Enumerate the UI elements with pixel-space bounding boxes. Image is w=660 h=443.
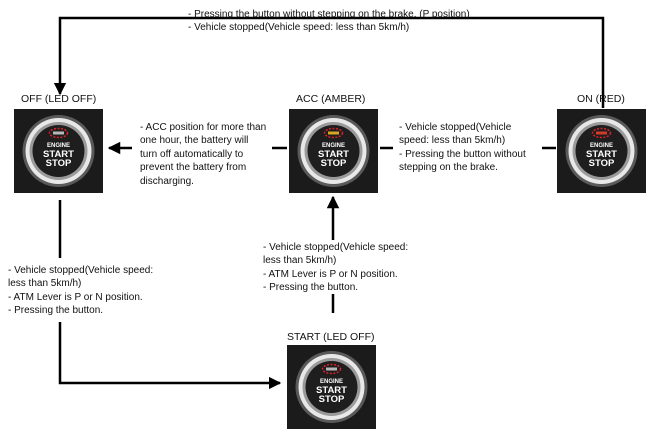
button-text-line3: STOP (321, 158, 347, 169)
note-line: - Vehicle stopped(Vehicle (399, 122, 512, 133)
button-text-line3: STOP (589, 158, 615, 169)
note-line: - Pressing the button without (399, 148, 526, 160)
note-line: - Pressing the button without stepping o… (188, 9, 470, 20)
note-line: - ACC position for more than (140, 122, 267, 133)
button-text-line2: START (318, 149, 349, 160)
start-stop-button-icon: ENGINE START STOP (287, 345, 376, 429)
arrow-off-to-start (58, 322, 282, 390)
button-text-line2: START (586, 149, 617, 160)
note-line: less than 5km/h) (263, 255, 337, 267)
note-line: discharging. (140, 175, 194, 187)
state-label-acc: ACC (AMBER) (296, 93, 366, 105)
note-line: speed: less than 5km/h) (399, 135, 506, 147)
button-text-line3: STOP (319, 394, 345, 405)
engine-start-stop-button-acc: ENGINE START STOP (289, 109, 378, 193)
note-line: one hour, the battery will (140, 135, 249, 147)
note-line: - Vehicle stopped(Vehicle speed: less th… (188, 22, 410, 34)
note-off-to-start: - Vehicle stopped(Vehicle speed: less th… (8, 264, 153, 318)
engine-start-stop-button-start: ENGINE START STOP (287, 345, 376, 429)
note-line: - Vehicle stopped(Vehicle speed: (263, 242, 409, 253)
start-stop-button-icon: ENGINE START STOP (14, 109, 103, 193)
button-text-line3: STOP (46, 158, 72, 169)
state-label-on: ON (RED) (577, 93, 625, 105)
note-line: - Pressing the button. (8, 305, 104, 317)
note-on-to-acc: - Vehicle stopped(Vehicle speed: less th… (399, 121, 526, 175)
start-stop-button-icon: ENGINE START STOP (289, 109, 378, 193)
note-on-to-off: - Pressing the button without stepping o… (188, 8, 470, 35)
note-line: turn off automatically to (140, 148, 244, 160)
state-label-start: START (LED OFF) (287, 331, 375, 343)
note-line: stepping on the brake. (399, 162, 498, 174)
button-text-line2: START (43, 149, 74, 160)
note-start-to-acc: - Vehicle stopped(Vehicle speed: less th… (263, 241, 408, 295)
note-line: less than 5km/h) (8, 278, 82, 290)
note-line: - Pressing the button. (263, 282, 359, 294)
start-stop-button-icon: ENGINE START STOP (557, 109, 646, 193)
engine-start-stop-button-on: ENGINE START STOP (557, 109, 646, 193)
note-acc-to-off: - ACC position for more than one hour, t… (140, 121, 266, 188)
note-line: prevent the battery from (140, 162, 247, 174)
button-text-line1: ENGINE (590, 143, 613, 149)
button-text-line1: ENGINE (322, 143, 345, 149)
arrow-on-to-off (53, 16, 605, 108)
button-text-line1: ENGINE (320, 379, 343, 385)
note-line: - ATM Lever is P or N position. (8, 291, 143, 303)
button-text-line1: ENGINE (47, 143, 70, 149)
button-text-line2: START (316, 385, 347, 396)
state-label-off: OFF (LED OFF) (21, 93, 97, 105)
engine-start-stop-button-off: ENGINE START STOP (14, 109, 103, 193)
note-line: - Vehicle stopped(Vehicle speed: (8, 265, 154, 276)
note-line: - ATM Lever is P or N position. (263, 268, 398, 280)
